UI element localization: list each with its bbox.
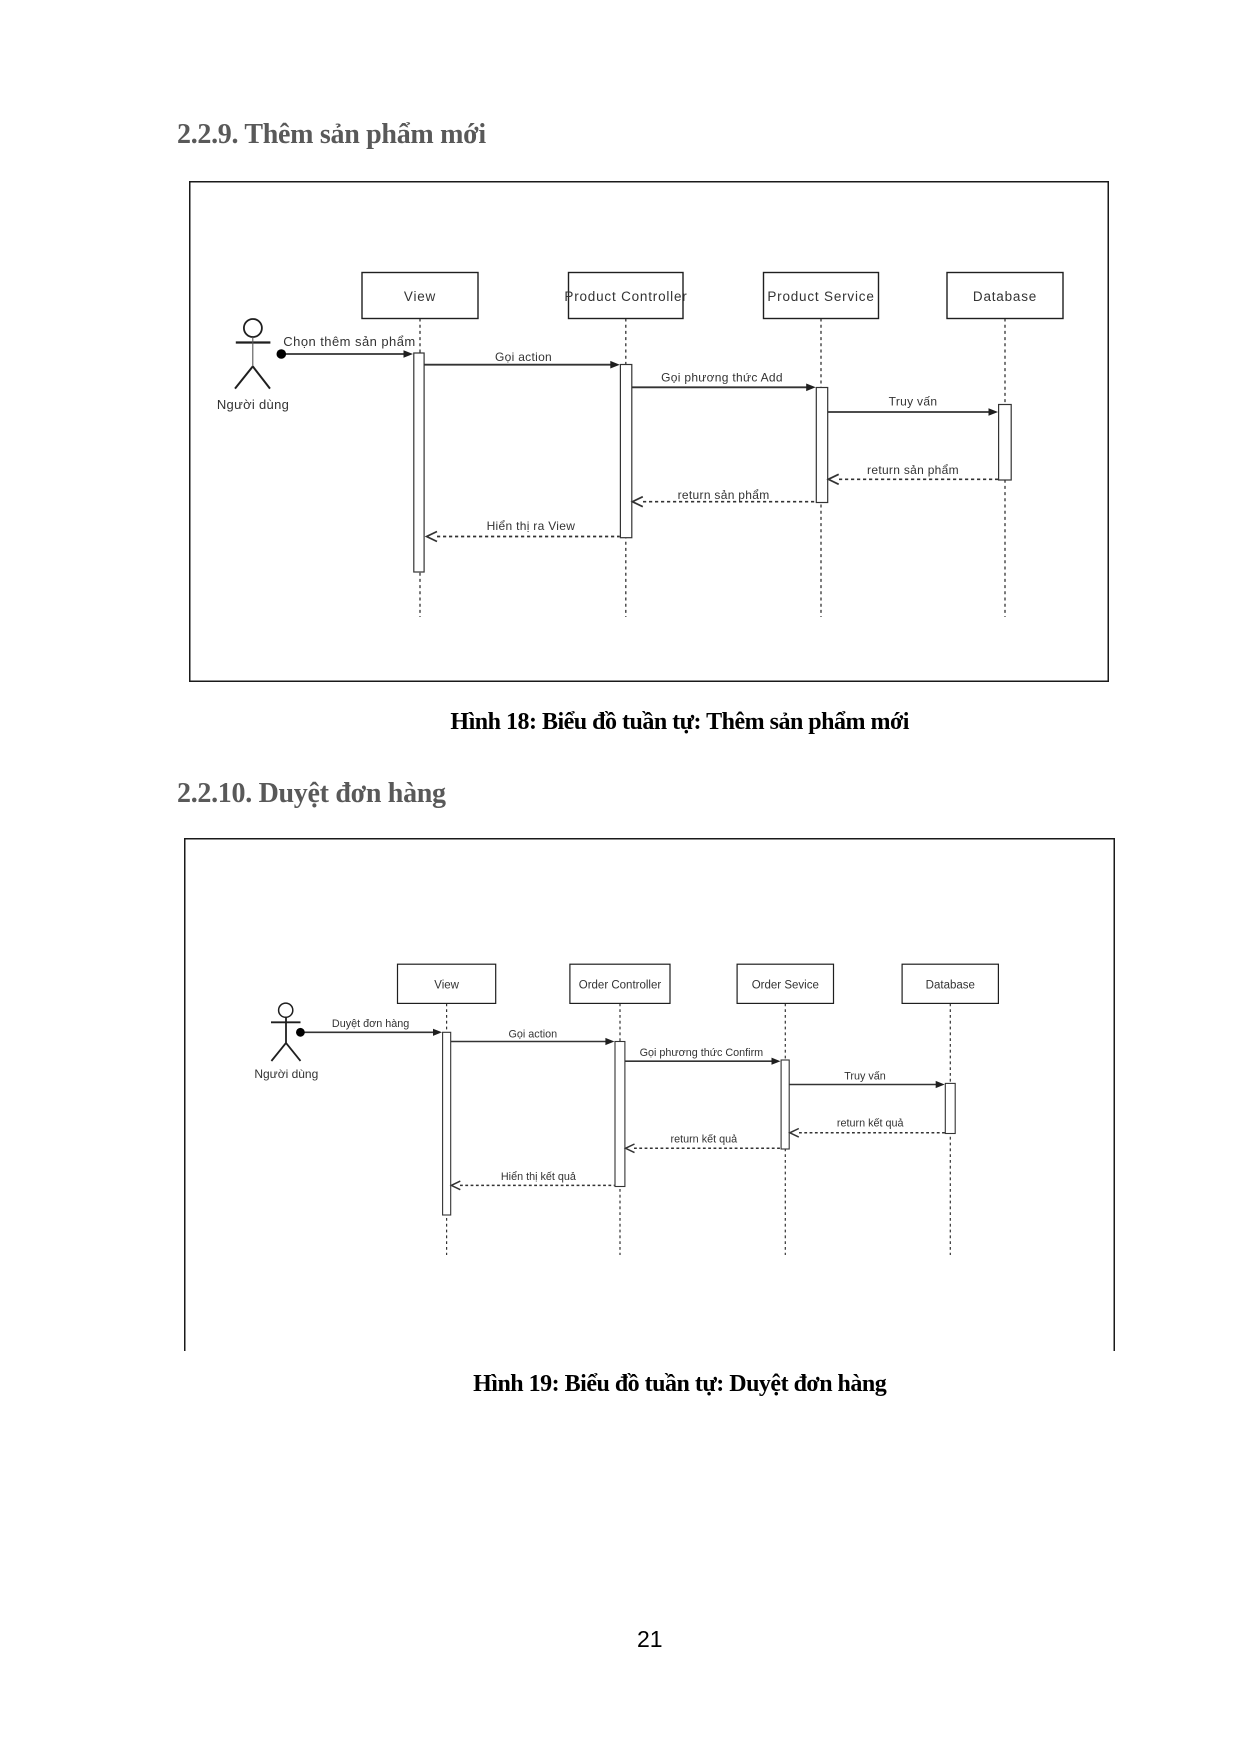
- svg-text:Gọi action: Gọi action: [508, 1029, 557, 1041]
- svg-text:Truy vấn: Truy vấn: [844, 1071, 886, 1083]
- svg-text:Hiển thị kết quả: Hiển thị kết quả: [501, 1171, 576, 1183]
- svg-text:Gọi phương thức Confirm: Gọi phương thức Confirm: [640, 1047, 764, 1059]
- svg-text:Order Sevice: Order Sevice: [752, 979, 819, 991]
- svg-text:Duyệt đơn hàng: Duyệt đơn hàng: [332, 1018, 409, 1030]
- svg-text:Product Service: Product Service: [767, 289, 874, 304]
- svg-text:Gọi phương thức Add: Gọi phương thức Add: [661, 371, 783, 385]
- svg-text:Product Controller: Product Controller: [564, 289, 687, 304]
- svg-text:return sản phẩm: return sản phẩm: [867, 463, 959, 477]
- svg-text:Chọn thêm sản phẩm: Chọn thêm sản phẩm: [283, 334, 415, 349]
- svg-text:Người dùng: Người dùng: [254, 1067, 318, 1081]
- svg-text:return kết quả: return kết quả: [837, 1118, 904, 1130]
- svg-text:Hiển thị ra View: Hiển thị ra View: [487, 519, 576, 533]
- svg-text:Truy vấn: Truy vấn: [889, 395, 938, 409]
- svg-text:Người dùng: Người dùng: [217, 397, 289, 412]
- svg-text:Database: Database: [926, 979, 975, 991]
- svg-text:return kết quả: return kết quả: [670, 1134, 737, 1146]
- svg-text:Order Controller: Order Controller: [579, 979, 662, 991]
- svg-text:return sản phẩm: return sản phẩm: [678, 488, 770, 502]
- svg-text:View: View: [434, 979, 459, 991]
- svg-text:Database: Database: [973, 289, 1037, 304]
- svg-text:Gọi action: Gọi action: [495, 350, 552, 364]
- svg-text:View: View: [404, 289, 436, 304]
